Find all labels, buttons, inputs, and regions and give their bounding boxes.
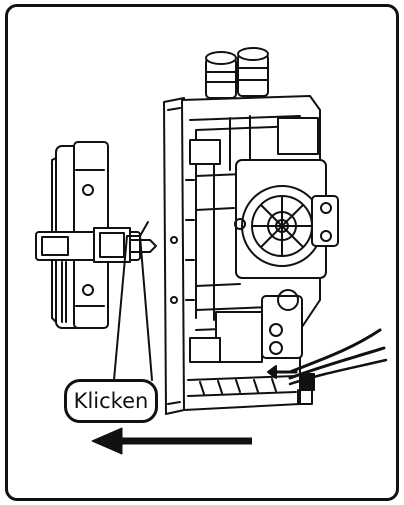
callout-label: Klicken — [73, 389, 149, 413]
callout-leader — [113, 235, 153, 381]
clip-part — [35, 141, 157, 329]
click-callout: Klicken — [64, 379, 158, 423]
cable-bundle — [288, 328, 388, 405]
direction-arrow-icon — [91, 427, 252, 455]
cable-arrow-head-icon — [267, 365, 277, 379]
device-body — [163, 47, 339, 415]
